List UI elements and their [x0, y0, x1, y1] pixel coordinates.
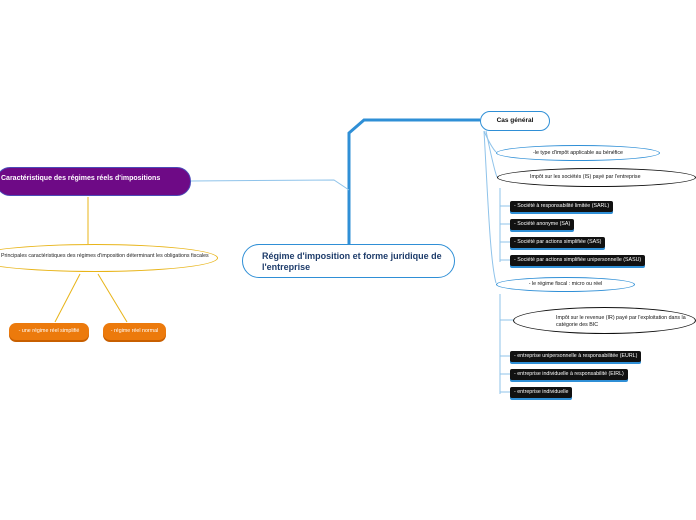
ir-form-label: - entreprise individuelle — [514, 389, 569, 395]
is-form-label: - Société à responsabilité limitée (SARL… — [514, 203, 610, 209]
is-form-label: - Société par actions simplifiée (SAS) — [514, 239, 602, 245]
is-form-sarl[interactable]: - Société à responsabilité limitée (SARL… — [510, 201, 614, 212]
left-leaf-regime-normal[interactable]: - régime réel normal — [103, 323, 166, 340]
cas-general-topic[interactable]: Cas général — [480, 111, 550, 131]
is-form-sasu[interactable]: - Société par actions simplifiée unipers… — [510, 255, 646, 266]
cas-general-label: Cas général — [496, 117, 534, 124]
central-topic-label: Régime d'imposition et forme juridique d… — [262, 251, 442, 272]
ir-form-label: - entreprise unipersonnelle à responsabi… — [514, 353, 638, 359]
left-main-topic[interactable]: Caractéristique des régimes réels d'impo… — [0, 167, 191, 196]
is-form-label: - Société anonyme (SA) — [514, 221, 571, 227]
left-leaf-regime-simplifie[interactable]: - une régime réel simplifié — [9, 323, 89, 340]
ir-form-label: - entreprise individuelle à responsabili… — [514, 371, 624, 377]
regime-fiscal-label: - le régime fiscal : micro ou réel — [528, 281, 603, 287]
left-main-topic-label: Caractéristique des régimes réels d'impo… — [1, 175, 161, 182]
central-topic[interactable]: Régime d'imposition et forme juridique d… — [242, 244, 455, 278]
regime-fiscal-node[interactable]: - le régime fiscal : micro ou réel — [496, 277, 635, 292]
is-label: Impôt sur les sociétés (IS) payé par l'e… — [530, 174, 641, 180]
ir-form-eirl[interactable]: - entreprise individuelle à responsabili… — [510, 369, 628, 380]
left-subtopic-label: Principales caractéristiques des régimes… — [1, 253, 209, 259]
left-leaf-label: - une régime réel simplifié — [18, 328, 80, 334]
ir-form-eurl[interactable]: - entreprise unipersonnelle à responsabi… — [510, 351, 642, 362]
ir-form-ei[interactable]: - entreprise individuelle — [510, 387, 573, 398]
ir-label: Impôt sur le revenue (IR) payé par l'exp… — [556, 315, 686, 328]
type-impot-label: -le type d'impôt applicable au bénéfice — [533, 150, 623, 156]
left-subtopic[interactable]: Principales caractéristiques des régimes… — [0, 244, 218, 272]
is-form-sa[interactable]: - Société anonyme (SA) — [510, 219, 575, 230]
is-form-label: - Société par actions simplifiée unipers… — [514, 257, 642, 263]
is-node[interactable]: Impôt sur les sociétés (IS) payé par l'e… — [497, 168, 696, 187]
is-form-sas[interactable]: - Société par actions simplifiée (SAS) — [510, 237, 606, 248]
ir-node[interactable]: Impôt sur le revenue (IR) payé par l'exp… — [513, 307, 696, 334]
left-leaf-label: - régime réel normal — [110, 328, 159, 334]
type-impot-node[interactable]: -le type d'impôt applicable au bénéfice — [496, 145, 660, 161]
